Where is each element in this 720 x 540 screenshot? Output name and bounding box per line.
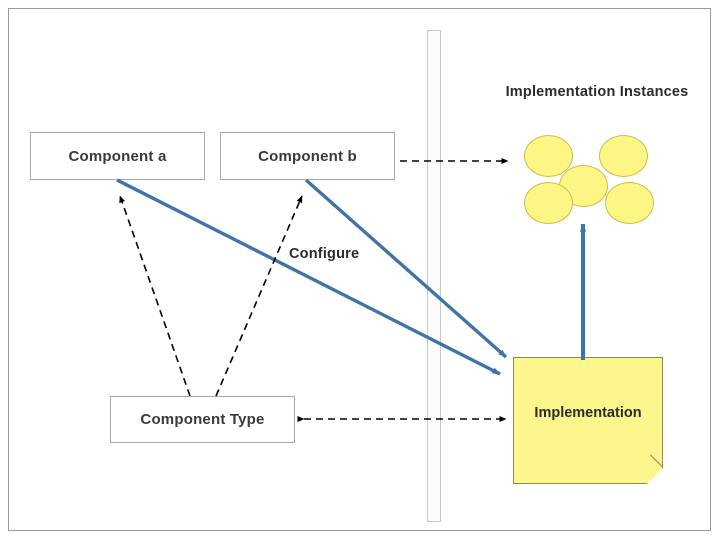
instance-ellipse-2 (599, 135, 648, 177)
node-implementation-note[interactable]: Implementation (513, 357, 664, 484)
implementation-note-label: Implementation (534, 405, 642, 421)
instance-ellipse-5 (605, 182, 654, 224)
configure-edge-label: Configure (289, 246, 360, 262)
diagram-frame (8, 8, 711, 531)
note-fold-line (649, 454, 664, 468)
vertical-separator-bar (427, 30, 441, 522)
node-component-a[interactable]: Component a (30, 132, 205, 180)
instance-ellipse-1 (524, 135, 573, 177)
note-fold-corner (647, 468, 663, 484)
instance-ellipse-4 (524, 182, 573, 224)
node-component-b[interactable]: Component b (220, 132, 395, 180)
node-component-type[interactable]: Component Type (110, 396, 295, 443)
implementation-instances-title: Implementation Instances (505, 84, 689, 100)
